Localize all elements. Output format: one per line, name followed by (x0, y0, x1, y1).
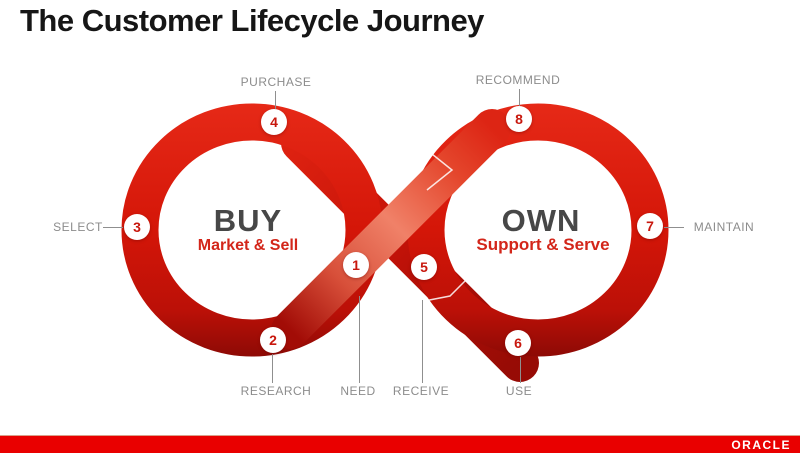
stage-badge-need: 1 (343, 252, 369, 278)
connector-select (103, 227, 123, 228)
own-loop-subheading: Support & Serve (476, 235, 610, 254)
stage-badge-recommend: 8 (506, 106, 532, 132)
stage-label-recommend: RECOMMEND (475, 73, 561, 87)
connector-maintain (664, 227, 684, 228)
oracle-logo: ORACLE (731, 437, 791, 452)
stage-badge-select: 3 (124, 214, 150, 240)
footer-brand-bar: ORACLE (0, 435, 800, 453)
stage-badge-purchase: 4 (261, 109, 287, 135)
connector-recommend (519, 89, 520, 106)
connector-receive (422, 300, 423, 383)
connector-use (520, 357, 521, 383)
stage-badge-receive: 5 (411, 254, 437, 280)
stage-badge-maintain: 7 (637, 213, 663, 239)
stage-badge-use: 6 (505, 330, 531, 356)
ribbon-cross-light (271, 109, 511, 349)
buy-loop-heading: BUY (213, 203, 283, 238)
stage-label-need: NEED (340, 384, 376, 398)
ribbon-fold-mark-top (426, 149, 454, 191)
page-title: The Customer Lifecycle Journey (20, 3, 484, 38)
connector-need (359, 296, 360, 383)
stage-label-research: RESEARCH (240, 384, 312, 398)
stage-label-select: SELECT (53, 220, 103, 234)
ribbon-fold-mark-bottom (413, 279, 467, 304)
stage-label-maintain: MAINTAIN (693, 220, 755, 234)
stage-label-use: USE (505, 384, 533, 398)
buy-loop-subheading: Market & Sell (197, 237, 299, 254)
stage-label-purchase: PURCHASE (240, 75, 312, 89)
stage-badge-research: 2 (260, 327, 286, 353)
connector-purchase (275, 91, 276, 109)
stage-label-receive: RECEIVE (392, 384, 450, 398)
own-loop-heading: OWN (501, 203, 581, 238)
connector-research (272, 354, 273, 383)
